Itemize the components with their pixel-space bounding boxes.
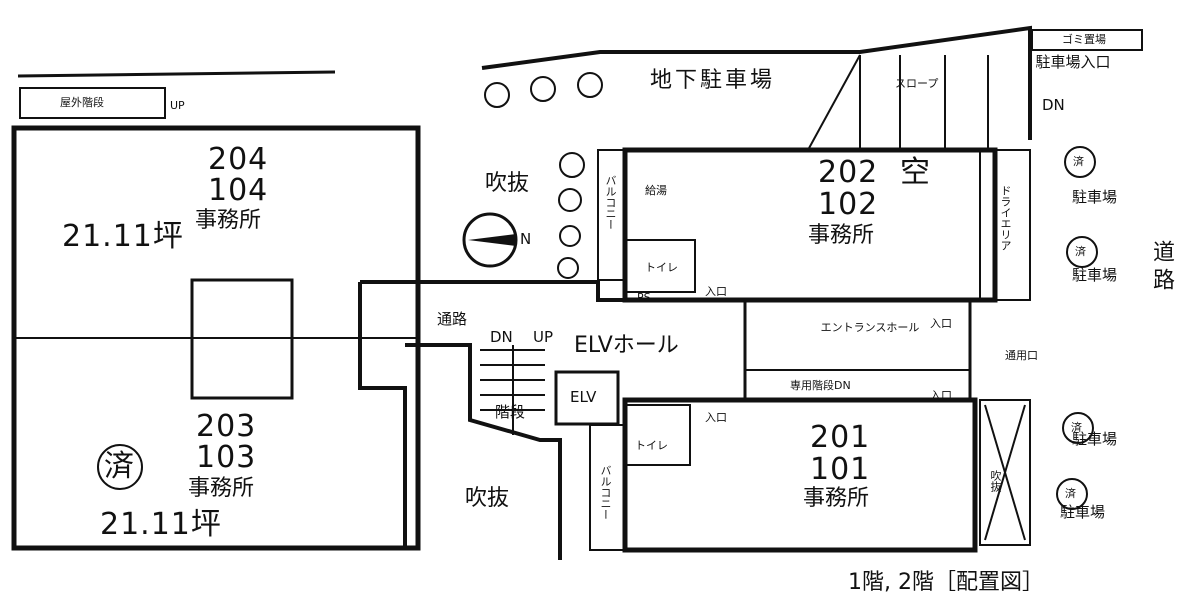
- unit-203-number: 203: [196, 409, 257, 444]
- done-mark-1: 済: [1073, 155, 1084, 168]
- unit-201-use: 事務所: [803, 486, 870, 511]
- underground-parking-label: 地下駐車場: [650, 68, 776, 93]
- garbage-label: ゴミ置場: [1062, 33, 1106, 46]
- parking-label-3: 駐車場: [1072, 430, 1118, 448]
- unit-203-use: 事務所: [188, 476, 255, 501]
- void-label-bottom: 吹抜: [465, 486, 510, 511]
- unit-204-use: 事務所: [195, 208, 262, 233]
- elevator-box: [554, 370, 620, 426]
- stairs-up: UP: [533, 328, 554, 346]
- entrance-hall-outline: [743, 298, 972, 402]
- core-toilets: [190, 278, 294, 400]
- parking-entrance-label: 駐車場入口: [1035, 53, 1111, 71]
- unit-201-outline: [622, 397, 978, 553]
- stairs-label: 階段: [495, 403, 526, 421]
- parking-label-2: 駐車場: [1072, 266, 1118, 284]
- balcony-top: [597, 149, 626, 281]
- private-stairs-label: 専用階段DN: [790, 379, 851, 392]
- compass-n: N: [520, 230, 532, 248]
- road-label: 道路: [1149, 240, 1174, 296]
- done-mark-3: 済: [1071, 421, 1082, 434]
- slope-ramp: [807, 54, 989, 151]
- toilet-top-label: トイレ: [645, 261, 678, 274]
- void-label-top: 吹抜: [485, 171, 530, 196]
- entrance-label-3: 入口: [930, 389, 952, 402]
- unit-204-area: 21.11坪: [62, 219, 184, 254]
- ps-label: PS: [637, 291, 651, 304]
- balcony-top-label: バルコニー: [604, 175, 617, 230]
- slope-label: スロープ: [895, 77, 939, 90]
- corridor-label: 通路: [437, 310, 468, 328]
- unit-102-number: 102: [818, 187, 879, 222]
- unit-204-number: 204: [208, 142, 269, 177]
- unit-104-number: 104: [208, 173, 269, 208]
- parking-entrance-dn: DN: [1042, 96, 1065, 114]
- parking-label-4: 駐車場: [1060, 503, 1106, 521]
- toilet-bottom-label: トイレ: [635, 439, 668, 452]
- unit-202-use: 事務所: [808, 223, 875, 248]
- unit-101-number: 101: [810, 452, 871, 487]
- kitchen-label: 給湯: [645, 184, 667, 197]
- outdoor-stairs-label: 屋外階段: [60, 96, 104, 109]
- parking-label-1: 駐車場: [1072, 188, 1118, 206]
- toilet-bottom: [624, 404, 691, 466]
- elv-hall-label: ELVホール: [574, 333, 679, 358]
- balcony-bottom-label: バルコニー: [599, 465, 612, 520]
- unit-202-number: 202: [818, 155, 879, 190]
- entrance-label-4: 入口: [705, 411, 727, 424]
- entrance-label-1: 入口: [705, 285, 727, 298]
- entrance-hall-label: エントランスホール: [820, 321, 920, 334]
- elv-label: ELV: [570, 388, 597, 406]
- toilet-top: [624, 239, 696, 293]
- plan-caption: 1階, 2階［配置図］: [848, 570, 1044, 595]
- service-door-label: 通用口: [1005, 349, 1038, 362]
- entrance-label-2: 入口: [930, 317, 952, 330]
- main-stairs: [480, 345, 545, 435]
- outdoor-stairs-up: UP: [170, 99, 185, 112]
- unit-103-number: 103: [196, 440, 257, 475]
- unit-203-done-mark: 済: [104, 449, 135, 484]
- dryarea-label: ドライエリア: [999, 185, 1012, 251]
- void-label-right: 吹抜: [989, 470, 1002, 492]
- balcony-bottom: [589, 424, 626, 551]
- done-mark-4: 済: [1065, 487, 1076, 500]
- stairs-dn: DN: [490, 328, 513, 346]
- unit-203-area: 21.11坪: [100, 507, 222, 542]
- unit-202-status: 空: [900, 155, 931, 190]
- unit-201-number: 201: [810, 420, 871, 455]
- done-mark-2: 済: [1075, 245, 1086, 258]
